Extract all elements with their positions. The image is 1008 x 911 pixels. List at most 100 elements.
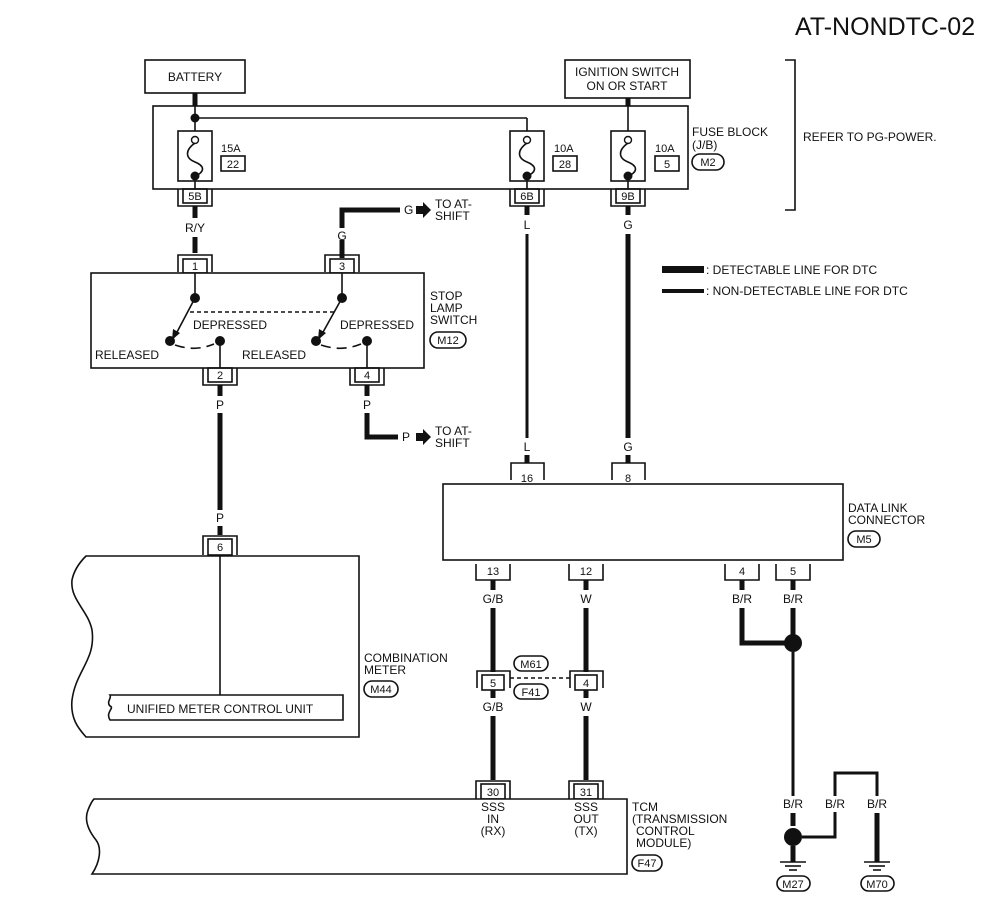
to-at-shift-1: TO AT-	[435, 197, 472, 211]
arrow-right-icon	[416, 202, 431, 218]
page-id: AT-NONDTC-02	[795, 13, 975, 41]
wire-p-label: P	[216, 511, 224, 525]
wire-br-label: B/R	[783, 592, 803, 606]
terminal-8: 8	[625, 473, 631, 485]
fuse-rating: 10A	[554, 143, 574, 155]
ignition-label-1: IGNITION SWITCH	[575, 65, 679, 79]
wire-p-label: P	[363, 398, 371, 412]
ground-m27: M27	[776, 861, 811, 892]
wire-g-label: G	[623, 218, 632, 232]
combination-meter: 6 UNIFIED METER CONTROL UNIT COMBINATION…	[70, 535, 448, 738]
connector-m12: M12	[437, 335, 458, 347]
fuse-block-label-2: (J/B)	[692, 138, 717, 152]
terminal-4: 4	[364, 370, 370, 382]
power-bracket	[785, 59, 796, 211]
sss-in-2: IN	[487, 812, 499, 826]
to-at-shift-1: TO AT-	[435, 424, 472, 438]
wire-p-label: P	[216, 398, 224, 412]
wire-g-label: G	[337, 229, 346, 243]
wire-gb-label: G/B	[483, 700, 504, 714]
combination-meter-label-1: COMBINATION	[364, 651, 448, 665]
wire-l-label: L	[524, 218, 531, 232]
tcm: 30 31 SSS IN (RX) SSS OUT (TX) TCM (TRAN…	[85, 780, 727, 875]
tcm-label-3: CONTROL	[636, 824, 695, 838]
wire-p-to-at-shift	[364, 413, 398, 440]
stop-lamp-switch: 1 3 DEPRESSED RELEASED DEPRESSED RELEASE…	[90, 254, 477, 386]
tcm-label-2: (TRANSMISSION	[632, 812, 727, 826]
wire-l-label: L	[524, 440, 531, 454]
legend-thin-line	[662, 289, 704, 293]
wire-g-to-at-shift	[339, 207, 400, 258]
battery-label: BATTERY	[168, 70, 222, 84]
to-at-shift-2: SHIFT	[435, 209, 470, 223]
wire-br-label: B/R	[732, 592, 752, 606]
wire-br-label: B/R	[867, 797, 887, 811]
ignition-label-2: ON OR START	[587, 79, 669, 93]
legend: : DETECTABLE LINE FOR DTC : NON-DETECTAB…	[662, 263, 908, 298]
fuse-number: 28	[559, 159, 571, 171]
fuse-number: 5	[664, 159, 670, 171]
dlc-label-1: DATA LINK	[848, 501, 908, 515]
sss-in-3: (RX)	[481, 824, 506, 838]
connector-f41: F41	[522, 687, 541, 699]
combination-meter-label-2: METER	[364, 663, 406, 677]
connector-m5: M5	[856, 534, 871, 546]
splice-dot	[784, 828, 802, 846]
wire-ry-label: R/Y	[185, 221, 205, 235]
legend-non-detectable: : NON-DETECTABLE LINE FOR DTC	[706, 284, 908, 298]
connector-m2: M2	[700, 157, 715, 169]
state-released: RELEASED	[95, 348, 159, 362]
terminal-13: 13	[487, 566, 499, 578]
legend-thick-line	[662, 266, 704, 273]
wire-w-label: W	[580, 700, 592, 714]
sss-in-1: SSS	[481, 800, 505, 814]
power-note: REFER TO PG-POWER.	[803, 130, 937, 144]
sss-out-3: (TX)	[574, 824, 597, 838]
tcm-terminal-30: 30	[487, 787, 499, 799]
connector-m44: M44	[370, 684, 391, 696]
ignition-switch: IGNITION SWITCH ON OR START	[564, 59, 691, 99]
splice-dot	[784, 634, 802, 652]
ground-icon	[780, 861, 806, 871]
dlc-label-2: CONNECTOR	[848, 513, 925, 527]
wire-br	[833, 771, 879, 796]
terminal-16: 16	[521, 473, 533, 485]
wire-br	[802, 812, 837, 839]
svg-text:9B: 9B	[621, 191, 634, 203]
wire-w-label: W	[580, 592, 592, 606]
stop-lamp-label-2: LAMP	[430, 301, 463, 315]
tcm-terminal-31: 31	[580, 787, 592, 799]
junction-dot	[190, 113, 200, 123]
data-link-connector: 16 8 13 12 4 5 DATA LINK CONNECTOR M5	[442, 462, 925, 581]
to-at-shift-2: SHIFT	[435, 436, 470, 450]
terminal-2: 2	[217, 370, 223, 382]
stop-lamp-label-3: SWITCH	[430, 313, 477, 327]
tcm-label-1: TCM	[632, 800, 658, 814]
connector-f47: F47	[638, 858, 657, 870]
fuse-28: 10A 28	[509, 130, 578, 189]
sss-out-1: SSS	[574, 800, 598, 814]
legend-detectable: : DETECTABLE LINE FOR DTC	[706, 263, 877, 277]
ground-label: M27	[782, 879, 803, 891]
terminal-1: 1	[192, 261, 198, 273]
unified-meter-control-unit	[107, 694, 344, 721]
stop-lamp-label-1: STOP	[430, 289, 462, 303]
fuse-block: 15A 22 10A 28 10A 5 FUSE BLOCK (J/B	[152, 93, 768, 190]
sss-out-2: OUT	[573, 812, 599, 826]
svg-text:6B: 6B	[520, 191, 533, 203]
terminal-9b: 9B	[610, 188, 646, 207]
joint-terminal-4: 4	[583, 678, 589, 690]
terminal-5b: 5B	[177, 188, 213, 207]
terminal-4: 4	[739, 566, 745, 578]
fuse-rating: 10A	[655, 143, 675, 155]
wire-gb-label: G/B	[483, 592, 504, 606]
wire-p-label-arrow: P	[402, 430, 410, 444]
state-released: RELEASED	[242, 348, 306, 362]
wire-br-label: B/R	[783, 797, 803, 811]
terminal-12: 12	[580, 566, 592, 578]
fuse-number: 22	[227, 159, 239, 171]
joint-terminal-5: 5	[490, 678, 496, 690]
ground-m70: M70	[860, 861, 895, 892]
wire-br-label: B/R	[825, 797, 845, 811]
